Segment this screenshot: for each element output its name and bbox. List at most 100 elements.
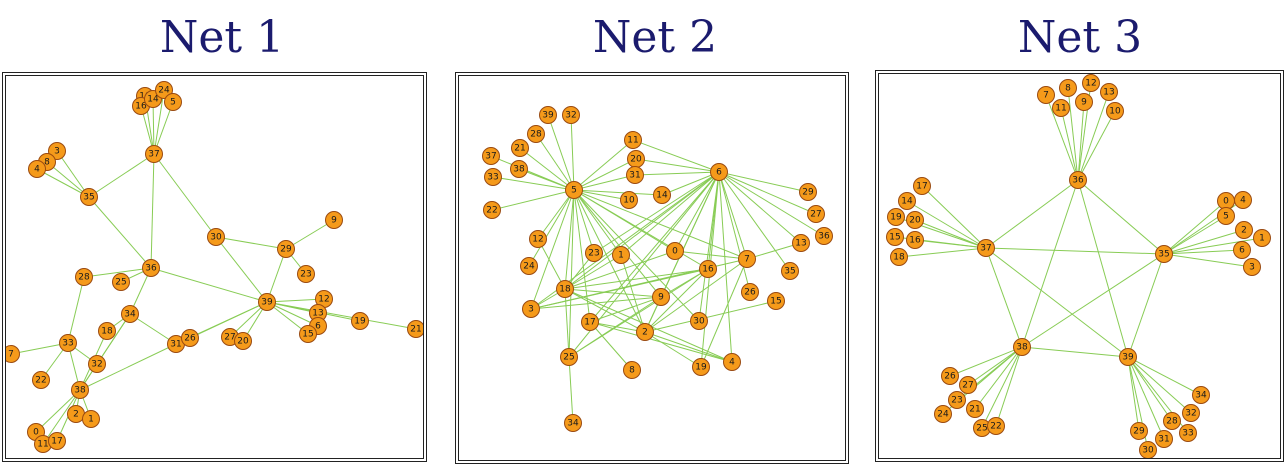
edge-37-16 bbox=[914, 239, 987, 249]
node-35: 35 bbox=[781, 262, 799, 280]
node-circle bbox=[564, 414, 582, 432]
edges bbox=[490, 114, 825, 424]
node-20: 20 bbox=[234, 332, 252, 350]
node-30: 30 bbox=[1139, 441, 1157, 458]
edge-17-8 bbox=[589, 321, 633, 371]
node-label: 32 bbox=[565, 111, 576, 121]
edge-5-2 bbox=[573, 189, 646, 333]
node-19: 19 bbox=[351, 312, 369, 330]
edge-5-21 bbox=[519, 147, 575, 191]
node-circle bbox=[612, 246, 630, 264]
node-circle bbox=[620, 191, 638, 209]
node-circle bbox=[585, 244, 603, 262]
edge-5-12 bbox=[537, 189, 575, 240]
node-label: 25 bbox=[115, 278, 126, 288]
node-25: 25 bbox=[560, 348, 578, 366]
node-23: 23 bbox=[948, 391, 966, 409]
node-28: 28 bbox=[1163, 412, 1181, 430]
node-label: 2 bbox=[642, 328, 648, 338]
edge-5-23 bbox=[573, 189, 595, 254]
edge-37-14 bbox=[906, 200, 987, 249]
node-17: 17 bbox=[581, 313, 599, 331]
edge-35-1 bbox=[1163, 237, 1263, 255]
edge-6-23 bbox=[593, 171, 720, 254]
edge-5-9 bbox=[573, 189, 662, 298]
edge-5-10 bbox=[573, 189, 630, 201]
node-circle bbox=[1253, 229, 1271, 247]
node-label: 30 bbox=[693, 317, 705, 327]
node-label: 27 bbox=[810, 210, 821, 220]
node-circle bbox=[207, 228, 225, 246]
node-21: 21 bbox=[966, 400, 984, 418]
node-circle bbox=[1106, 102, 1124, 120]
edge-25-18 bbox=[564, 288, 570, 358]
node-circle bbox=[799, 183, 817, 201]
node-10: 10 bbox=[620, 191, 638, 209]
node-18: 18 bbox=[890, 248, 908, 266]
edge-6-4 bbox=[718, 171, 733, 363]
node-circle bbox=[1155, 430, 1173, 448]
edge-39-21 bbox=[266, 301, 417, 330]
node-18: 18 bbox=[98, 322, 116, 340]
node-circle bbox=[636, 323, 654, 341]
edge-2-16 bbox=[644, 268, 709, 333]
edge-35-39 bbox=[1127, 253, 1165, 358]
node-39: 39 bbox=[539, 106, 557, 124]
node-circle bbox=[913, 177, 931, 195]
edge-34-31 bbox=[129, 313, 177, 345]
node-9: 9 bbox=[652, 288, 670, 306]
node-label: 4 bbox=[1240, 196, 1246, 206]
node-circle bbox=[80, 188, 98, 206]
edge-5-31 bbox=[573, 174, 636, 191]
node-circle bbox=[1052, 99, 1070, 117]
node-34: 34 bbox=[564, 414, 582, 432]
node-circle bbox=[88, 355, 106, 373]
net-2-title: Net 2 bbox=[592, 12, 718, 63]
node-label: 1 bbox=[88, 415, 94, 425]
node-label: 22 bbox=[486, 206, 497, 216]
node-label: 32 bbox=[91, 360, 102, 370]
node-label: 39 bbox=[1122, 353, 1134, 363]
node-label: 23 bbox=[300, 270, 311, 280]
edge-7-13 bbox=[746, 242, 802, 260]
node-16: 16 bbox=[906, 231, 924, 249]
node-22: 22 bbox=[987, 417, 1005, 435]
node-circle bbox=[556, 280, 574, 298]
edge-6-36 bbox=[718, 171, 825, 237]
node-8: 8 bbox=[1059, 79, 1077, 97]
node-label: 5 bbox=[571, 186, 577, 196]
edge-37-18 bbox=[898, 247, 987, 258]
node-20: 20 bbox=[627, 150, 645, 168]
node-39: 39 bbox=[1119, 348, 1137, 366]
node-circle bbox=[75, 268, 93, 286]
node-22: 22 bbox=[32, 371, 50, 389]
node-circle bbox=[1179, 424, 1197, 442]
edge-6-27 bbox=[718, 171, 817, 215]
node-37: 37 bbox=[482, 147, 500, 165]
node-circle bbox=[767, 292, 785, 310]
node-circle bbox=[82, 410, 100, 428]
node-11: 11 bbox=[34, 435, 52, 453]
node-11: 11 bbox=[1052, 99, 1070, 117]
node-7: 7 bbox=[738, 250, 756, 268]
node-circle bbox=[1217, 207, 1235, 225]
node-circle bbox=[529, 230, 547, 248]
node-21: 21 bbox=[511, 139, 529, 157]
node-30: 30 bbox=[207, 228, 225, 246]
node-2: 2 bbox=[67, 405, 85, 423]
node-17: 17 bbox=[913, 177, 931, 195]
node-circle bbox=[692, 358, 710, 376]
node-label: 31 bbox=[629, 171, 640, 181]
edge-36-39 bbox=[150, 267, 268, 303]
node-circle bbox=[142, 259, 160, 277]
node-label: 19 bbox=[695, 363, 707, 373]
node-label: 10 bbox=[623, 196, 635, 206]
node-27: 27 bbox=[807, 205, 825, 223]
node-circle bbox=[626, 166, 644, 184]
node-circle bbox=[299, 325, 317, 343]
node-12: 12 bbox=[315, 290, 333, 308]
node-circle bbox=[277, 240, 295, 258]
node-label: 33 bbox=[1182, 429, 1193, 439]
edge-5-7 bbox=[573, 189, 748, 260]
